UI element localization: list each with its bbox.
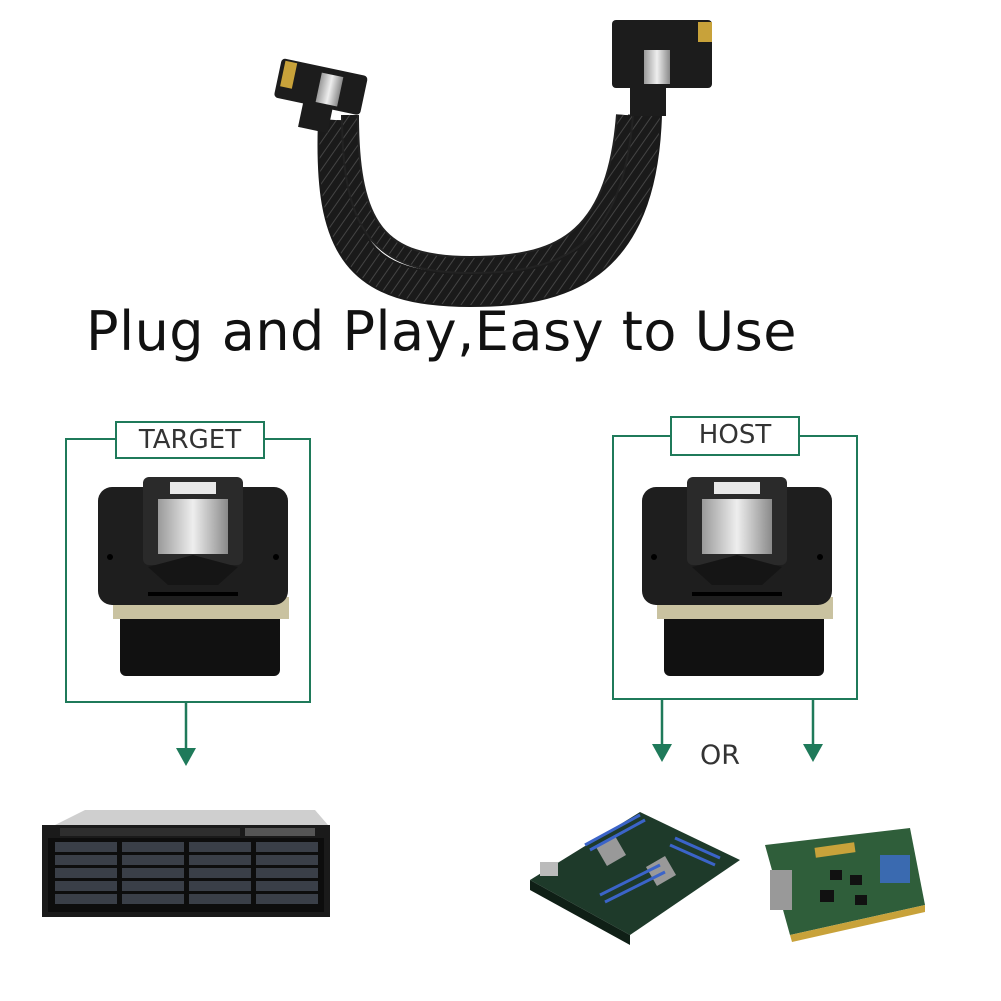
host-arrow-right <box>803 700 823 762</box>
target-connector-image <box>98 477 289 676</box>
headline: Plug and Play,Easy to Use <box>86 300 797 363</box>
server-image <box>42 810 330 917</box>
target-frame <box>65 438 311 703</box>
cable-illustration <box>274 20 712 308</box>
raid-card-image <box>765 828 925 942</box>
motherboard-image <box>530 812 740 945</box>
host-connector-image <box>642 477 833 676</box>
target-label: TARGET <box>115 421 265 459</box>
target-arrow <box>176 703 196 766</box>
or-label: OR <box>700 740 741 771</box>
host-label: HOST <box>670 416 800 456</box>
host-frame <box>612 435 858 700</box>
host-arrow-left <box>652 700 672 762</box>
